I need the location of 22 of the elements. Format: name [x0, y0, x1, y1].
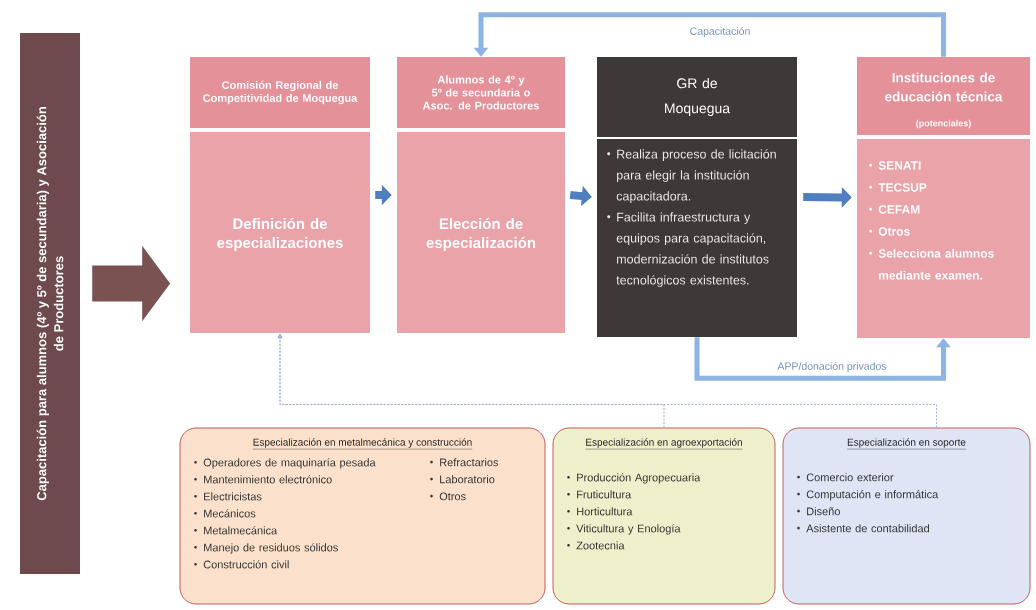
body-box: Elección de especialización [397, 132, 565, 333]
body-box: Realiza proceso de licitación para elegir la institución capacitadora. Facilita infraestructura y equipos para capacitación, modernización de institutos tecnológicos existentes. [597, 139, 797, 337]
header-box: Alumnos de 4º y 5º de secundaria o Asoc. de Productores [397, 57, 565, 128]
header-box: Instituciones de educación técnica (potenciales) [857, 57, 1030, 135]
node-label: Facilita infraestructura y equipos para capacitación, modernización de institutos tecnológicos existentes. [616, 212, 769, 287]
specialization-card: Especialización en soporte Comercio exterior Computación e informática Diseño Asistente de contabilidad [782, 427, 1031, 605]
node-label: Otros [878, 227, 910, 236]
header-box: Comisión Regional de Competitividad de Moquegua [190, 57, 370, 128]
header-box: GR de Moquegua [597, 57, 797, 137]
node-label: CEFAM [878, 205, 920, 214]
body-box: Definición de especializaciones [190, 132, 370, 333]
specialization-card: Especialización en metalmecánica y construcción Operadores de maquinaría pesada Mantenimiento electrónico Electricistas Mecánicos Metalmecánica Manejo de residuos sólidos Construcción civil Refractarios Laboratorio Otros [179, 427, 546, 605]
node-label: Selecciona alumnos mediante examen. [878, 248, 994, 280]
node-label: SENATI [878, 161, 921, 170]
node-label: TECSUP [878, 183, 927, 192]
node-label: Realiza proceso de licitación para elegir la institución capacitadora. [616, 149, 776, 203]
edge-label: Capacitación [688, 25, 752, 39]
connector-arrow [277, 333, 937, 428]
specialization-card: Especialización en agroexportación Producción Agropecuaria Fruticultura Horticultura Viticultura y Enología Zootecnia [552, 427, 776, 605]
body-box: SENATI TECSUP CEFAM Otros Selecciona alumnos mediante examen. [857, 139, 1030, 338]
edge-label: APP/donación privados [775, 360, 889, 374]
side-banner: Capacitación para alumnos (4º y 5º de secundaria) y Asociación de Productores [20, 33, 80, 574]
